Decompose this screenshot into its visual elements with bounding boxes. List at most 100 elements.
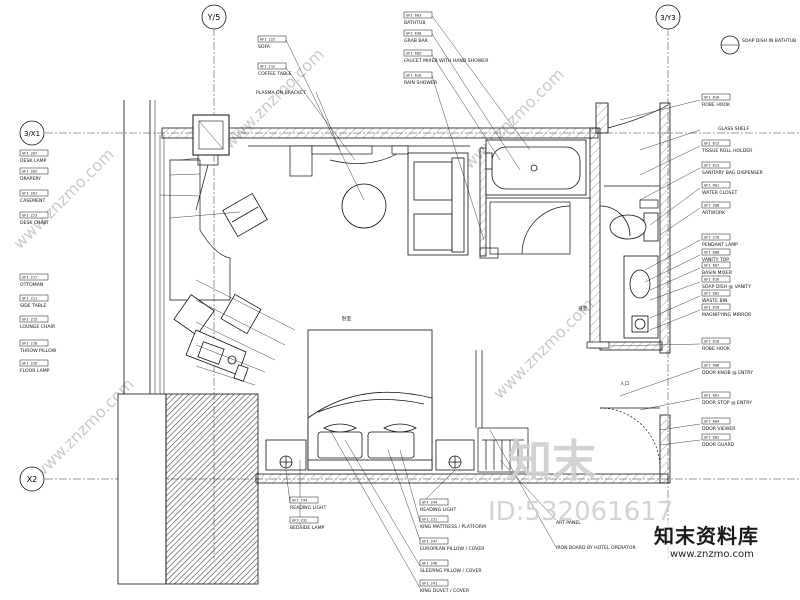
svg-text:ARTWORK: ARTWORK	[702, 210, 726, 216]
watermark-logo: 知末	[508, 436, 596, 487]
svg-text:GFI 247: GFI 247	[422, 540, 437, 544]
svg-text:SANITARY BAG DISPENSER: SANITARY BAG DISPENSER	[702, 170, 764, 176]
svg-text:GFI 212: GFI 212	[260, 65, 275, 69]
wardrobe-rack	[475, 350, 529, 473]
svg-text:GFI 618: GFI 618	[704, 278, 719, 282]
svg-text:COFFEE TABLE: COFFEE TABLE	[258, 71, 292, 77]
callouts-top: GFI 222 SOFA GFI 212 COFFEE TABLE PLASMA…	[256, 11, 489, 96]
svg-text:GFI 601: GFI 601	[704, 394, 719, 398]
svg-text:GFI 244: GFI 244	[422, 501, 437, 505]
bathtub	[485, 139, 587, 196]
svg-text:GFI 604: GFI 604	[704, 420, 719, 424]
plasma-tv	[248, 145, 470, 177]
svg-text:GFI 608: GFI 608	[704, 251, 719, 255]
sofa	[407, 152, 469, 256]
svg-text:WASTE BIN: WASTE BIN	[702, 298, 727, 304]
svg-text:GFI 616: GFI 616	[704, 96, 719, 100]
svg-text:GRAB BAR: GRAB BAR	[404, 38, 429, 44]
svg-text:SLEEPING PILLOW / COVER: SLEEPING PILLOW / COVER	[420, 568, 482, 574]
water-closet	[599, 205, 659, 242]
svg-text:DOOR STOP @ ENTRY: DOOR STOP @ ENTRY	[702, 400, 752, 406]
svg-text:FLOOR LAMP: FLOOR LAMP	[20, 368, 50, 374]
svg-text:ROBE HOOK: ROBE HOOK	[702, 346, 731, 352]
svg-text:DRAPERY: DRAPERY	[20, 176, 41, 182]
svg-text:WATER CLOSET: WATER CLOSET	[702, 190, 737, 196]
svg-text:GFI 208: GFI 208	[704, 204, 719, 208]
callout-side-table: GFI 211 SIDE TABLE	[19, 294, 49, 309]
callout-iron-board: IRON BOARD BY HOTEL OPERATOR	[556, 545, 636, 551]
callout-desk-chair: GFI 223 DESK CHAIR	[19, 211, 49, 226]
svg-text:PLASMA ON BRACKET: PLASMA ON BRACKET	[256, 90, 306, 96]
grid-label-x2: X2	[27, 475, 38, 484]
grid-bubble-y5	[201, 4, 227, 30]
callout-plasma: PLASMA ON BRACKET	[256, 90, 306, 96]
svg-text:OTTOMAN: OTTOMAN	[20, 282, 43, 288]
watermark-id: ID:532061617	[488, 497, 673, 527]
grid-bubble-3x1	[19, 120, 45, 146]
glass-shelf-area	[604, 103, 669, 209]
svg-text:BEDSIDE LAMP: BEDSIDE LAMP	[290, 525, 325, 531]
svg-text:SIDE TABLE: SIDE TABLE	[20, 303, 46, 309]
svg-text:DOOR KNOB @ ENTRY: DOOR KNOB @ ENTRY	[702, 370, 753, 376]
callout-drapery: GFI 202 DRAPERY	[19, 167, 49, 182]
brand-stamp: 知末资料库 www.znzmo.com	[652, 520, 792, 564]
svg-text:DOOR VIEWER: DOOR VIEWER	[702, 426, 736, 432]
grid-bubbles: Y/5 3/Y3 3/X1 X2	[19, 4, 681, 492]
grid-bubble-3y3	[655, 4, 681, 30]
svg-text:GFI 605: GFI 605	[406, 52, 421, 56]
grid-label-3y3: 3/Y3	[660, 14, 676, 22]
svg-text:GFI 244: GFI 244	[292, 499, 307, 503]
svg-text:GLASS SHELF: GLASS SHELF	[718, 126, 749, 132]
svg-text:GFI 613: GFI 613	[704, 164, 719, 168]
nightstands	[265, 439, 475, 471]
svg-text:GFI 231: GFI 231	[422, 518, 437, 522]
svg-text:GFI 217: GFI 217	[22, 276, 37, 280]
svg-text:GFI 202: GFI 202	[22, 170, 37, 174]
soap-dish-note: SOAP DISH IN BATHTUB	[742, 38, 796, 44]
svg-text:READING LIGHT: READING LIGHT	[290, 505, 327, 511]
diagonal-watermark: www.znzmo.com www.znzmo.com www.znzmo.co…	[9, 45, 597, 483]
svg-text:THROW PILLOW: THROW PILLOW	[19, 348, 57, 354]
brand-url: www.znzmo.com	[670, 549, 754, 560]
svg-text:EUROPEAN PILLOW / COVER: EUROPEAN PILLOW / COVER	[420, 546, 485, 552]
svg-text:GFI 215: GFI 215	[22, 318, 37, 322]
bath-door	[586, 341, 610, 349]
svg-text:MAGNIFYING MIRROR: MAGNIFYING MIRROR	[702, 312, 752, 318]
svg-text:KING DUVET / COVER: KING DUVET / COVER	[420, 588, 470, 594]
svg-text:GFI 610: GFI 610	[406, 74, 421, 78]
svg-text:GFI 226: GFI 226	[22, 362, 37, 366]
leader-lines	[159, 15, 701, 589]
svg-text:GFI 606: GFI 606	[704, 364, 719, 368]
svg-text:ART PANEL: ART PANEL	[556, 520, 581, 526]
grid-label-3x1: 3/X1	[24, 130, 40, 138]
entry-door	[599, 407, 661, 469]
svg-text:GFI 620: GFI 620	[704, 306, 719, 310]
svg-text:DESK CHAIR: DESK CHAIR	[20, 220, 49, 226]
svg-text:DOOR GUARD: DOOR GUARD	[702, 442, 735, 448]
svg-text:GFI 241: GFI 241	[422, 582, 437, 586]
svg-text:GFI 211: GFI 211	[22, 297, 37, 301]
structural-column	[192, 114, 230, 156]
callout-glass-shelf: GLASS SHELF	[718, 126, 749, 132]
coffee-table	[341, 183, 387, 229]
svg-text:GFI 270: GFI 270	[704, 236, 719, 240]
callouts-left: GFI 207 DESK LAMP GFI 202 DRAPERY GFI 20…	[19, 149, 57, 374]
grid-bubble-x2	[19, 466, 45, 492]
grid-label-y5: Y/5	[207, 13, 221, 22]
svg-text:TISSUE ROLL HOLDER: TISSUE ROLL HOLDER	[701, 148, 753, 154]
svg-text:GFI 602: GFI 602	[704, 292, 719, 296]
vanity	[623, 255, 659, 339]
